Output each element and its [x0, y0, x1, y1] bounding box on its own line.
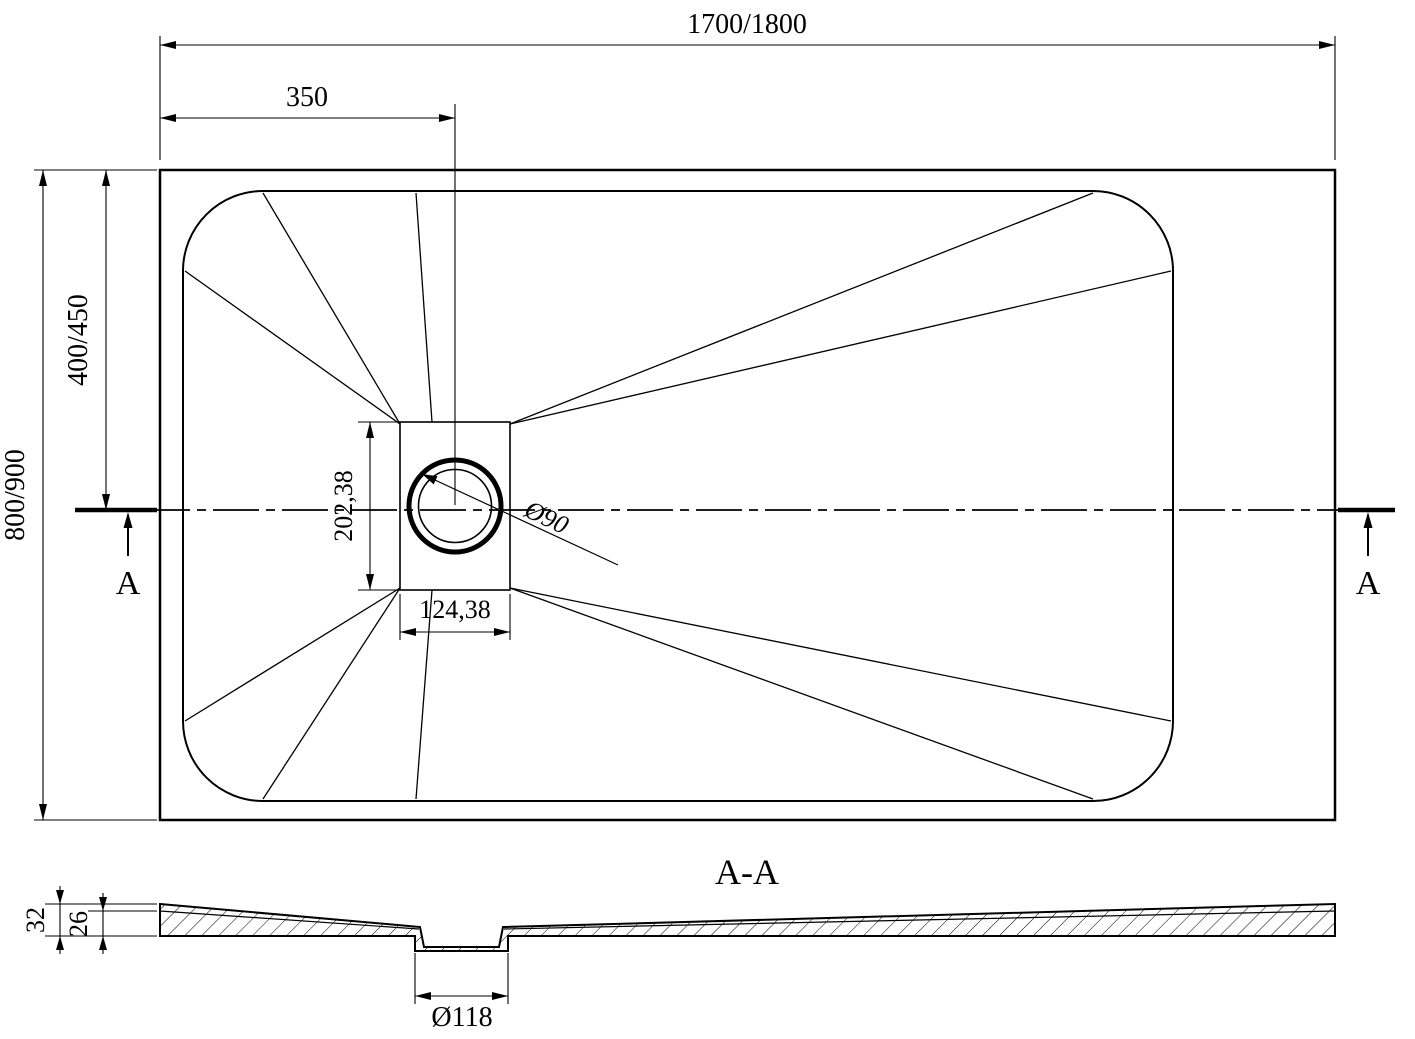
dim-height-inner: 26	[64, 893, 157, 954]
section-title: A-A	[715, 852, 779, 892]
dim-arrow	[102, 170, 110, 186]
dim-width-text: 800/900	[0, 449, 31, 541]
section-arrow-right	[1363, 512, 1373, 528]
floor-surface-line-left	[159, 910, 420, 930]
basin-edge	[182, 190, 1174, 802]
dim-arrow	[1319, 41, 1335, 49]
slope-line	[262, 587, 401, 800]
dim-drain-diameter-text: Ø90	[519, 494, 573, 540]
dim-arrow	[492, 992, 508, 1000]
section-arrow-left	[123, 512, 133, 528]
dim-length: 1700/1800	[159, 9, 1336, 160]
dim-height-total: 32	[21, 886, 157, 954]
slope-line	[184, 587, 401, 722]
dim-width: 800/900	[0, 169, 157, 821]
dim-arrow	[160, 114, 176, 122]
dim-drain-offset-text: 350	[286, 82, 328, 113]
dim-arrow	[99, 897, 107, 911]
dim-drain-offset: 350	[160, 82, 455, 122]
dim-drain-recess-text: Ø118	[431, 1002, 492, 1033]
slope-line	[509, 587, 1172, 722]
leader-line	[421, 473, 619, 566]
slope-line	[415, 192, 433, 423]
slope-lines	[184, 192, 1172, 800]
dim-arrow	[439, 114, 455, 122]
leader-arrow	[422, 474, 438, 485]
dim-drain-plate-width-text: 124,38	[419, 595, 491, 624]
dim-length-text: 1700/1800	[687, 9, 807, 40]
tray-outer-edge	[158, 168, 1337, 822]
section-marker-right: A	[1356, 512, 1381, 602]
top-view: A A 1700/1800 350	[0, 9, 1395, 822]
dim-arrow	[39, 170, 47, 186]
dim-height-total-text: 32	[21, 907, 50, 933]
slope-line	[509, 270, 1172, 425]
dim-arrow	[160, 41, 176, 49]
slope-line	[262, 192, 401, 425]
section-label-right: A	[1356, 565, 1381, 602]
dim-arrow	[39, 804, 47, 820]
dim-drain-plate-length: 202,38	[329, 421, 400, 591]
floor-surface-line-right	[503, 910, 1336, 930]
slope-line	[509, 587, 1094, 800]
dim-arrow	[415, 992, 431, 1000]
dim-center-offset: 400/450	[63, 170, 110, 510]
dim-arrow	[102, 494, 110, 510]
section-profile	[159, 902, 1336, 952]
dim-drain-recess: Ø118	[414, 953, 509, 1033]
dim-arrow	[56, 936, 64, 950]
dim-arrow	[400, 628, 416, 636]
dim-arrow	[366, 574, 374, 590]
section-view: A-A 32 26 Ø118	[21, 852, 1336, 1033]
dim-height-inner-text: 26	[64, 911, 93, 937]
dim-arrow	[494, 628, 510, 636]
section-label-left: A	[116, 565, 141, 602]
dim-drain-plate-width: 124,38	[399, 594, 511, 640]
dim-drain-plate-length-text: 202,38	[329, 470, 358, 542]
section-marker-left: A	[116, 512, 141, 602]
slope-line	[509, 192, 1094, 425]
dim-arrow	[56, 890, 64, 904]
slope-line	[184, 270, 401, 425]
dim-center-offset-text: 400/450	[63, 294, 94, 386]
dim-arrow	[99, 936, 107, 950]
dim-arrow	[366, 422, 374, 438]
slope-line	[415, 589, 433, 800]
